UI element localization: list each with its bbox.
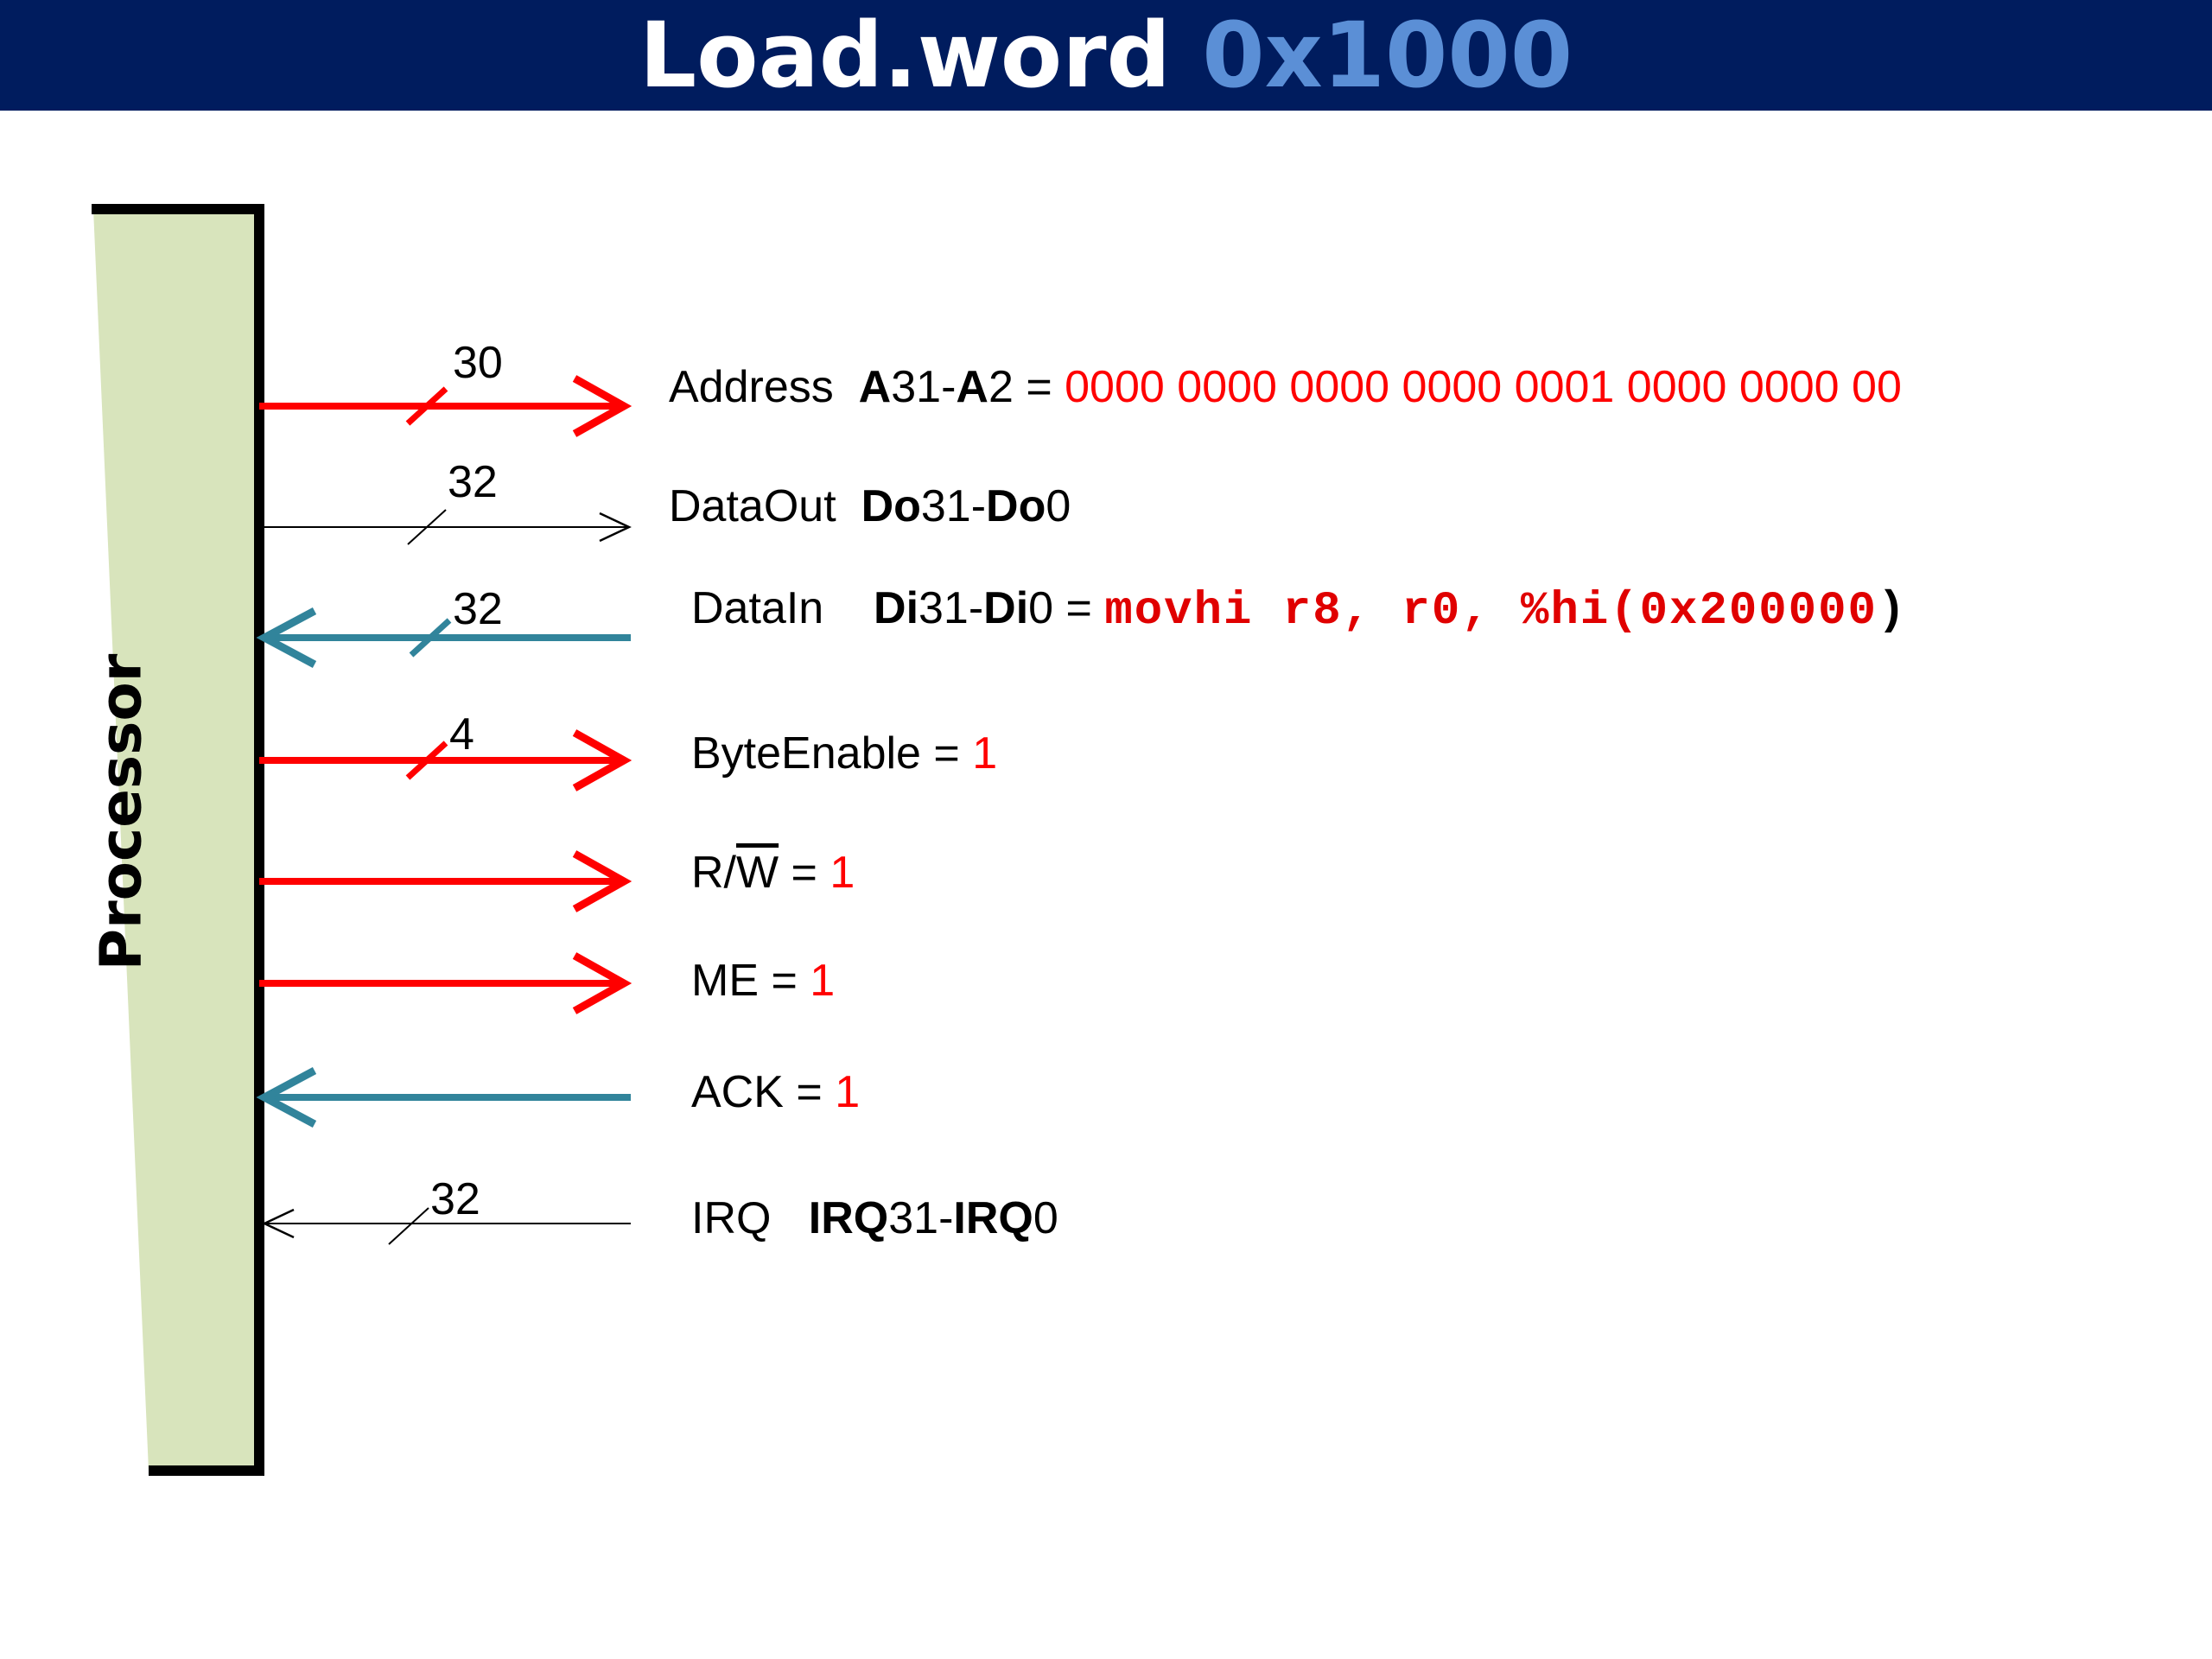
rw-arrow xyxy=(259,850,632,912)
byteenable-value: 1 xyxy=(972,728,998,779)
me-value: 1 xyxy=(810,956,836,1006)
ack-signal-label: ACK = 1 xyxy=(691,1067,861,1117)
irq-width-label: 32 xyxy=(430,1174,480,1224)
byteenable-width-label: 4 xyxy=(449,709,474,760)
title-address: 0x1000 xyxy=(1202,3,1573,108)
processor-block xyxy=(93,209,259,1471)
me-signal-label: ME = 1 xyxy=(691,956,836,1006)
address-arrow xyxy=(259,375,632,437)
address-value: 0000 0000 0000 0000 0001 0000 0000 00 xyxy=(1065,362,1902,412)
datain-instruction: movhi r8, r0, %hi(0x200000 xyxy=(1104,585,1878,638)
byteenable-signal-label: ByteEnable = 1 xyxy=(691,728,998,779)
irq-signal-label: IRQ IRQ31-IRQ0 xyxy=(691,1193,1058,1243)
byteenable-arrow xyxy=(259,729,632,791)
datain-signal-label: DataIn Di31-Di0 = movhi r8, r0, %hi(0x20… xyxy=(691,583,1908,638)
dataout-signal-label: DataOut Do31-Do0 xyxy=(669,481,1071,531)
dataout-width-label: 32 xyxy=(448,457,498,507)
datain-arrow xyxy=(256,607,631,668)
me-arrow xyxy=(259,952,632,1014)
ack-arrow xyxy=(256,1067,631,1128)
title-main: Load.word xyxy=(639,3,1203,108)
processor-label: Processor xyxy=(87,653,155,971)
rw-value: 1 xyxy=(830,848,855,898)
irq-arrow xyxy=(262,1207,631,1245)
title-bar: Load.word 0x1000 xyxy=(0,0,2212,111)
dataout-arrow xyxy=(259,509,632,545)
datain-width-label: 32 xyxy=(453,584,503,634)
address-width-label: 30 xyxy=(453,338,503,388)
ack-value: 1 xyxy=(835,1067,861,1117)
address-signal-label: Address A31-A2 = 0000 0000 0000 0000 000… xyxy=(669,362,1902,412)
rw-signal-label: R/W = 1 xyxy=(691,848,855,898)
page-title: Load.word 0x1000 xyxy=(0,0,2212,111)
